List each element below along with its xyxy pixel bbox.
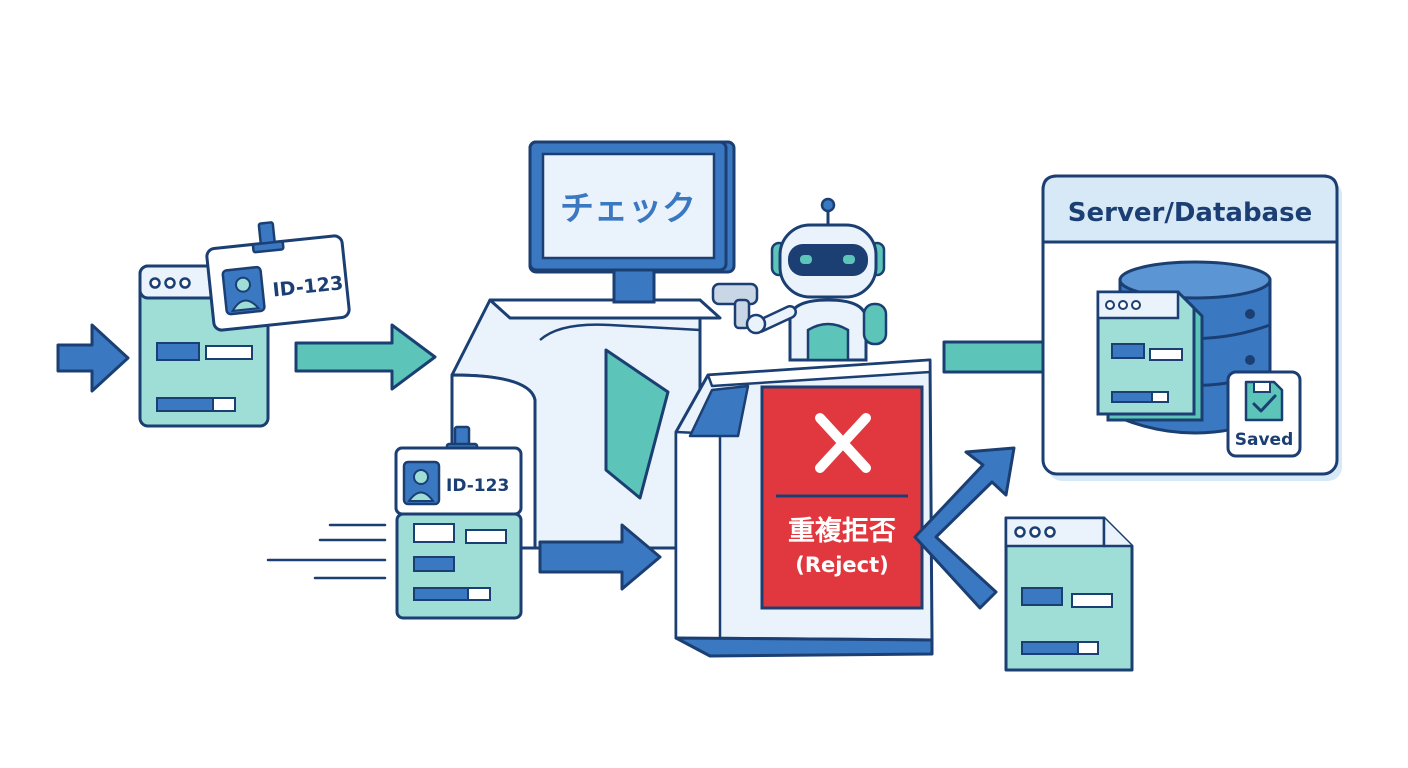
form-document-2 <box>395 512 523 620</box>
input-arrow <box>56 323 130 393</box>
robot <box>711 197 888 362</box>
reject-label-en: (Reject) <box>795 553 889 577</box>
card-reader-slot <box>688 384 750 438</box>
rejected-document <box>1004 516 1134 672</box>
reject-panel: 重複拒否 (Reject) <box>760 385 924 610</box>
monitor-label: チェック <box>560 189 696 229</box>
save-disk-icon <box>1244 380 1284 422</box>
reject-label-jp: 重複拒否 <box>788 515 896 547</box>
server-database-panel: Server/Database <box>1041 174 1342 481</box>
badge-id-text: ID-123 <box>446 476 509 496</box>
saved-badge: Saved <box>1226 370 1302 458</box>
person-icon <box>402 460 441 506</box>
saved-label: Saved <box>1235 430 1294 450</box>
motion-lines <box>266 523 387 580</box>
barcode-scanner-icon <box>711 282 767 335</box>
arrow-to-kiosk <box>538 523 662 591</box>
reject-x-icon <box>815 413 871 473</box>
check-monitor: チェック <box>528 140 736 304</box>
person-icon <box>221 265 266 316</box>
stored-document <box>1096 290 1204 422</box>
id-badge-1: ID-123 <box>205 221 351 332</box>
arrow-to-gate <box>294 323 437 391</box>
gate-flap <box>604 348 670 500</box>
reject-bounce-arrow <box>913 446 1016 610</box>
server-title: Server/Database <box>1068 198 1312 228</box>
id-badge-2: ID-123 <box>394 425 523 516</box>
